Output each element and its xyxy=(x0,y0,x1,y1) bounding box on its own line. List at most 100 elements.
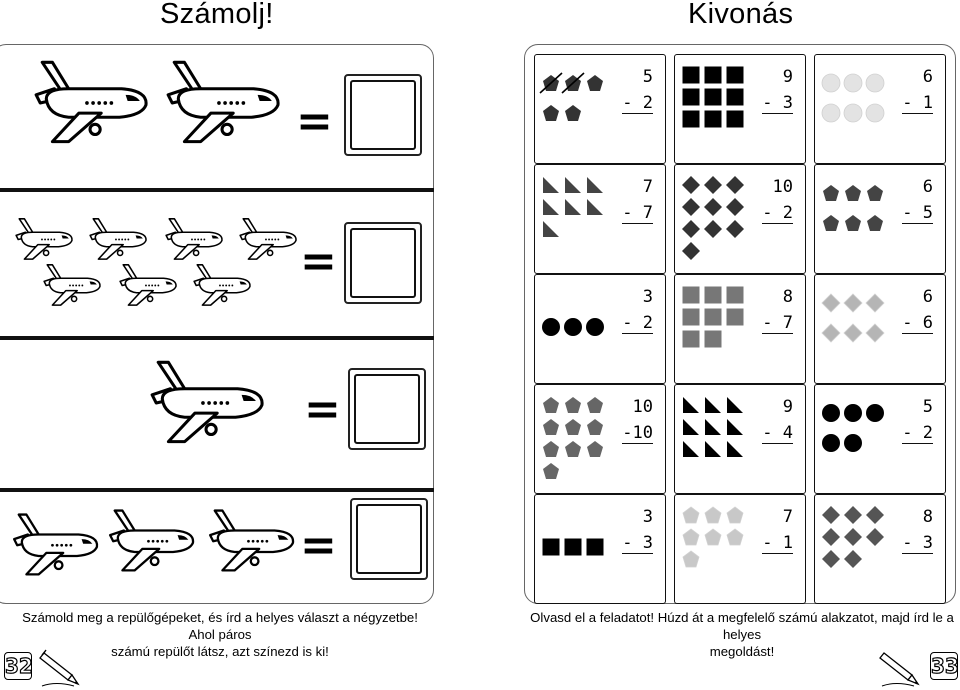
triangle-shape[interactable] xyxy=(683,441,699,457)
square-shape[interactable] xyxy=(682,286,700,304)
pentagon-shape[interactable] xyxy=(587,419,603,435)
diamond-shape[interactable] xyxy=(865,293,885,313)
circle-shape[interactable] xyxy=(843,103,863,123)
triangle-shape[interactable] xyxy=(705,441,721,457)
triangle-shape[interactable] xyxy=(727,419,743,435)
pentagon-shape[interactable] xyxy=(565,397,581,413)
pentagon-shape[interactable] xyxy=(867,185,883,201)
pentagon-shape[interactable] xyxy=(565,419,581,435)
square-shape[interactable] xyxy=(704,308,722,326)
triangle-shape[interactable] xyxy=(565,199,581,215)
circle-shape[interactable] xyxy=(865,73,885,93)
diamond-shape[interactable] xyxy=(726,220,744,238)
triangle-shape[interactable] xyxy=(683,397,699,413)
square-shape[interactable] xyxy=(704,286,722,304)
answer-box[interactable] xyxy=(344,74,422,156)
pentagon-shape[interactable] xyxy=(587,397,603,413)
diamond-shape[interactable] xyxy=(682,220,700,238)
diamond-shape[interactable] xyxy=(726,198,744,216)
square-shape[interactable] xyxy=(726,308,744,326)
diamond-shape[interactable] xyxy=(704,198,722,216)
circle-shape[interactable] xyxy=(821,73,841,93)
diamond-shape[interactable] xyxy=(866,528,884,546)
answer-box[interactable] xyxy=(350,498,428,580)
triangle-shape[interactable] xyxy=(543,199,559,215)
triangle-shape[interactable] xyxy=(587,177,603,193)
triangle-shape[interactable] xyxy=(705,419,721,435)
square-shape[interactable] xyxy=(682,330,700,348)
square-shape[interactable] xyxy=(704,88,722,106)
square-shape[interactable] xyxy=(682,66,700,84)
square-shape[interactable] xyxy=(704,66,722,84)
pentagon-shape[interactable] xyxy=(543,105,559,121)
square-shape[interactable] xyxy=(726,110,744,128)
circle-shape[interactable] xyxy=(844,404,862,422)
circle-shape[interactable] xyxy=(844,434,862,452)
diamond-shape[interactable] xyxy=(843,323,863,343)
circle-shape[interactable] xyxy=(564,318,582,336)
circle-shape[interactable] xyxy=(865,103,885,123)
pentagon-shape[interactable] xyxy=(543,419,559,435)
diamond-shape[interactable] xyxy=(844,528,862,546)
pentagon-shape[interactable] xyxy=(565,441,581,457)
circle-shape[interactable] xyxy=(821,103,841,123)
diamond-shape[interactable] xyxy=(844,550,862,568)
square-shape[interactable] xyxy=(704,330,722,348)
diamond-shape[interactable] xyxy=(682,176,700,194)
pentagon-shape[interactable] xyxy=(845,185,861,201)
square-shape[interactable] xyxy=(682,88,700,106)
square-shape[interactable] xyxy=(682,308,700,326)
diamond-shape[interactable] xyxy=(682,198,700,216)
pentagon-shape[interactable] xyxy=(726,528,744,546)
square-shape[interactable] xyxy=(726,66,744,84)
pentagon-shape[interactable] xyxy=(682,550,700,568)
pentagon-shape[interactable] xyxy=(682,528,700,546)
pentagon-shape[interactable] xyxy=(704,528,722,546)
pentagon-shape[interactable] xyxy=(587,441,603,457)
square-shape[interactable] xyxy=(726,286,744,304)
diamond-shape[interactable] xyxy=(822,550,840,568)
square-shape[interactable] xyxy=(704,110,722,128)
diamond-shape[interactable] xyxy=(865,323,885,343)
pentagon-shape[interactable] xyxy=(823,185,839,201)
diamond-shape[interactable] xyxy=(822,506,840,524)
circle-shape[interactable] xyxy=(542,318,560,336)
pentagon-shape[interactable] xyxy=(543,463,559,479)
pentagon-shape[interactable] xyxy=(704,506,722,524)
triangle-shape[interactable] xyxy=(587,199,603,215)
square-shape[interactable] xyxy=(542,538,560,556)
pentagon-shape[interactable] xyxy=(867,215,883,231)
square-shape[interactable] xyxy=(682,110,700,128)
diamond-shape[interactable] xyxy=(822,528,840,546)
circle-shape[interactable] xyxy=(822,404,840,422)
circle-shape[interactable] xyxy=(866,404,884,422)
triangle-shape[interactable] xyxy=(543,221,559,237)
triangle-shape[interactable] xyxy=(683,419,699,435)
answer-box[interactable] xyxy=(348,368,426,450)
diamond-shape[interactable] xyxy=(821,293,841,313)
triangle-shape[interactable] xyxy=(705,397,721,413)
square-shape[interactable] xyxy=(564,538,582,556)
circle-shape[interactable] xyxy=(586,318,604,336)
pentagon-shape[interactable] xyxy=(543,397,559,413)
diamond-shape[interactable] xyxy=(704,220,722,238)
pentagon-shape[interactable] xyxy=(587,75,603,91)
circle-shape[interactable] xyxy=(843,73,863,93)
circle-shape[interactable] xyxy=(822,434,840,452)
triangle-shape[interactable] xyxy=(727,441,743,457)
diamond-shape[interactable] xyxy=(866,506,884,524)
diamond-shape[interactable] xyxy=(704,176,722,194)
square-shape[interactable] xyxy=(726,88,744,106)
answer-box[interactable] xyxy=(344,222,422,304)
square-shape[interactable] xyxy=(586,538,604,556)
triangle-shape[interactable] xyxy=(565,177,581,193)
diamond-shape[interactable] xyxy=(682,242,700,260)
triangle-shape[interactable] xyxy=(543,177,559,193)
triangle-shape[interactable] xyxy=(727,397,743,413)
pentagon-shape[interactable] xyxy=(845,215,861,231)
pentagon-shape[interactable] xyxy=(726,506,744,524)
diamond-shape[interactable] xyxy=(843,293,863,313)
pentagon-shape[interactable] xyxy=(543,441,559,457)
diamond-shape[interactable] xyxy=(844,506,862,524)
diamond-shape[interactable] xyxy=(821,323,841,343)
